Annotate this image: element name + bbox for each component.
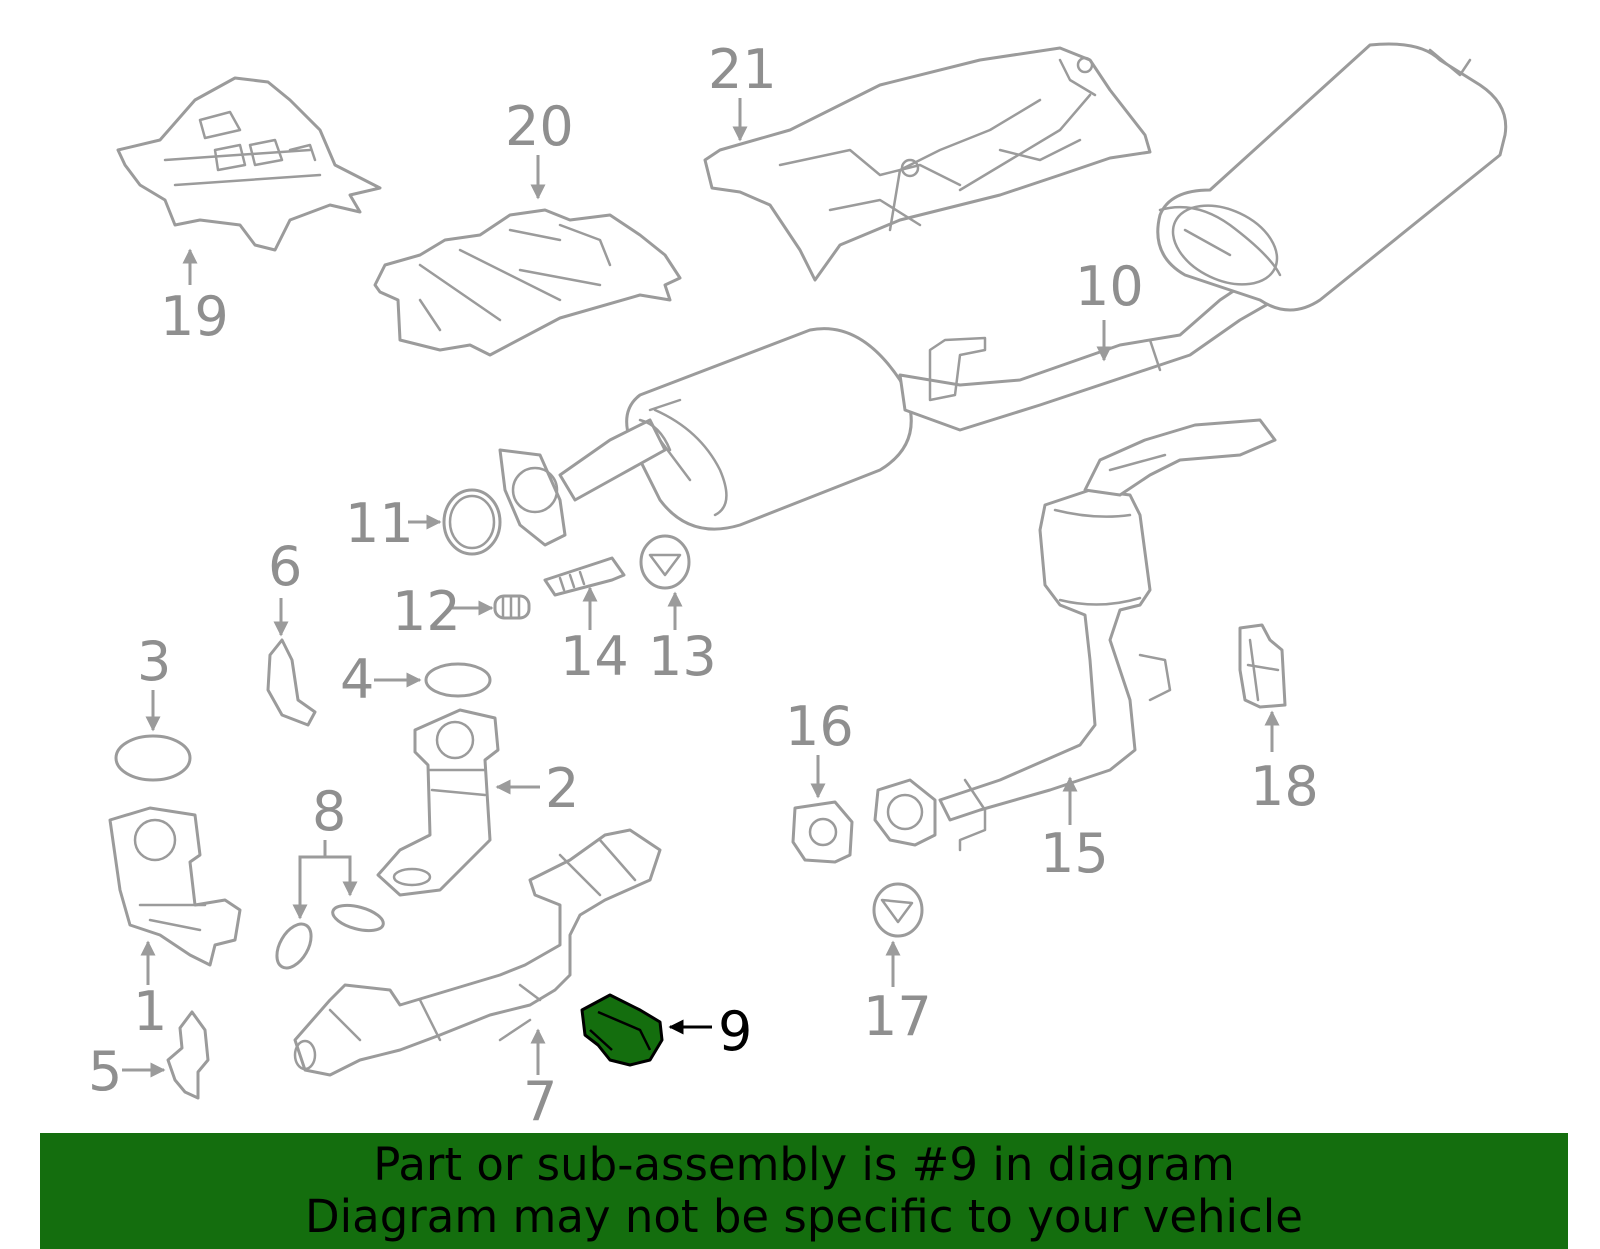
part-6-bracket[interactable]	[266, 638, 317, 727]
callout-6[interactable]: 6	[268, 535, 302, 598]
callout-19[interactable]: 19	[160, 285, 229, 348]
callout-3[interactable]: 3	[137, 630, 171, 693]
part-8-gaskets[interactable]	[270, 901, 386, 974]
part-4-gasket[interactable]	[424, 662, 492, 698]
part-2-converter[interactable]	[376, 708, 500, 897]
callout-11[interactable]: 11	[345, 492, 414, 555]
callout-17[interactable]: 17	[863, 985, 932, 1048]
callout-16[interactable]: 16	[785, 695, 854, 758]
part-5-bracket[interactable]	[166, 1010, 210, 1100]
part-11-gasket[interactable]	[442, 488, 502, 556]
part-9-heat-shield-highlighted[interactable]	[580, 993, 664, 1067]
part-7-front-pipe[interactable]	[293, 828, 662, 1077]
callout-10[interactable]: 10	[1075, 255, 1144, 318]
part-21-heat-shield[interactable]	[703, 46, 1152, 282]
resonator-inlet-flange	[498, 418, 672, 547]
callout-12[interactable]: 12	[392, 580, 461, 643]
callout-5[interactable]: 5	[88, 1040, 122, 1103]
callout-9[interactable]: 9	[718, 1000, 752, 1063]
callout-13[interactable]: 13	[648, 625, 717, 688]
part-1-converter[interactable]	[108, 806, 242, 967]
banner-line-part: Part or sub-assembly is #9 in diagram	[373, 1138, 1235, 1191]
callout-14[interactable]: 14	[560, 625, 629, 688]
part-15-rear-pipe[interactable]	[873, 418, 1277, 852]
banner-line-disclaimer: Diagram may not be specific to your vehi…	[305, 1190, 1303, 1243]
part-20-heat-shield[interactable]	[373, 208, 682, 357]
callout-1[interactable]: 1	[133, 980, 167, 1043]
callout-7[interactable]: 7	[523, 1070, 557, 1133]
part-14-bolt[interactable]	[543, 556, 626, 597]
callout-4[interactable]: 4	[340, 648, 374, 711]
part-18-bracket[interactable]	[1238, 623, 1287, 709]
callout-21[interactable]: 21	[708, 38, 777, 101]
callout-2[interactable]: 2	[545, 757, 579, 820]
callout-8[interactable]: 8	[312, 780, 346, 843]
part-13-hanger[interactable]	[639, 534, 691, 590]
part-16-gasket[interactable]	[791, 800, 854, 864]
callout-20[interactable]: 20	[505, 95, 574, 158]
info-banner: Part or sub-assembly is #9 in diagram Di…	[40, 1133, 1568, 1249]
part-19-heat-shield[interactable]	[116, 76, 382, 252]
callout-15[interactable]: 15	[1040, 822, 1109, 885]
part-3-gasket[interactable]	[114, 734, 192, 782]
callout-18[interactable]: 18	[1250, 755, 1319, 818]
part-17-hanger[interactable]	[872, 882, 924, 938]
part-12-spring[interactable]	[493, 594, 531, 620]
